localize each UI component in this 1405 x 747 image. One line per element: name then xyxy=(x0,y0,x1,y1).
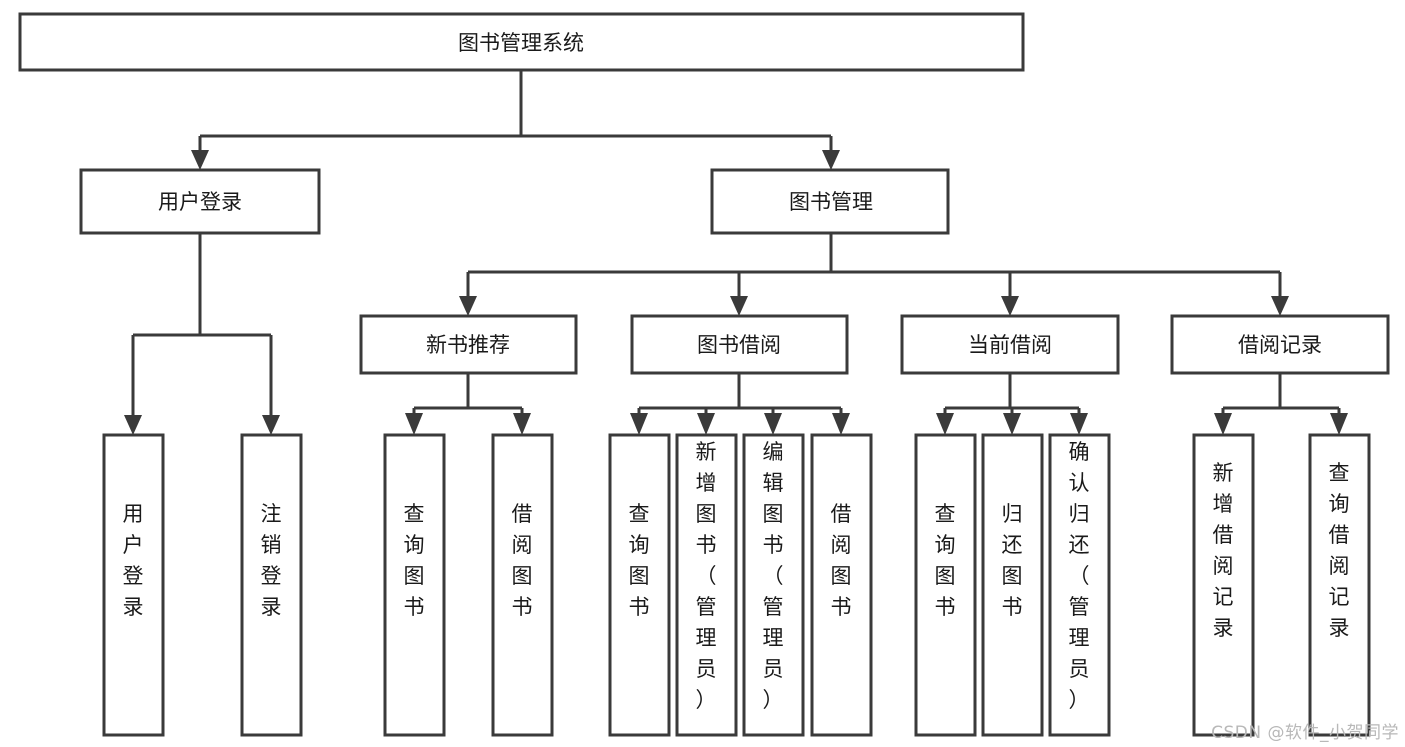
leaf-current-borrow-1[interactable]: 查询图书 xyxy=(914,433,977,737)
arrowhead-borrow-record xyxy=(1271,296,1289,316)
node-book-management-box[interactable] xyxy=(710,168,950,235)
leaf-book-borrow-4-label: 借阅图书 xyxy=(831,502,852,619)
node-book-borrow-box[interactable] xyxy=(630,314,849,375)
node-current-borrow-label: 当前借阅 xyxy=(968,333,1052,357)
leaf-book-borrow-4-box[interactable] xyxy=(810,433,873,737)
leaf-user-login-2-box[interactable] xyxy=(240,433,303,737)
leaf-current-borrow-1-label: 查询图书 xyxy=(935,502,956,619)
node-root-system-label: 图书管理系统 xyxy=(458,31,584,55)
leaf-current-borrow-2-box[interactable] xyxy=(981,433,1044,737)
node-user-login-label: 用户登录 xyxy=(158,190,242,214)
leaf-book-borrow-1-box[interactable] xyxy=(608,433,671,737)
node-root-system[interactable]: 图书管理系统 xyxy=(18,12,1025,72)
leaf-user-login-1[interactable]: 用户登录 xyxy=(102,433,165,737)
leaf-current-borrow-2-label: 归还图书 xyxy=(1002,502,1023,619)
leaf-current-borrow-3[interactable]: 确认归还（管理员） xyxy=(1048,433,1111,737)
leaf-borrow-record-1-box[interactable] xyxy=(1192,433,1255,737)
arrowhead-leaf-current-borrow-3 xyxy=(1070,413,1088,435)
leaf-new-book-2-box[interactable] xyxy=(491,433,554,737)
leaf-book-borrow-3-box[interactable] xyxy=(742,433,805,737)
arrowhead-leaf-book-borrow-1 xyxy=(630,413,648,435)
csdn-watermark: CSDN @软件_小贺同学 xyxy=(1211,723,1399,743)
arrowhead-leaf-book-borrow-4 xyxy=(832,413,850,435)
leaf-borrow-record-2[interactable]: 查询借阅记录 xyxy=(1308,433,1371,737)
leaf-current-borrow-1-box[interactable] xyxy=(914,433,977,737)
node-user-login-box[interactable] xyxy=(79,168,321,235)
leaf-new-book-1[interactable]: 查询图书 xyxy=(383,433,446,737)
leaf-current-borrow-2[interactable]: 归还图书 xyxy=(981,433,1044,737)
arrowhead-current-borrow xyxy=(1001,296,1019,316)
node-book-management[interactable]: 图书管理 xyxy=(710,168,950,235)
leaf-current-borrow-3-label: 确认归还（管理员） xyxy=(1069,440,1090,712)
node-user-login[interactable]: 用户登录 xyxy=(79,168,321,235)
node-new-book-recommend-box[interactable] xyxy=(359,314,578,375)
leaf-book-borrow-4[interactable]: 借阅图书 xyxy=(810,433,873,737)
arrowhead-leaf-borrow-record-2 xyxy=(1330,413,1348,435)
arrowhead-leaf-user-login-1 xyxy=(124,415,142,435)
arrowhead-new-book xyxy=(459,296,477,316)
arrowhead-leaf-new-book-2 xyxy=(513,413,531,435)
node-book-borrow-label: 图书借阅 xyxy=(697,333,781,357)
arrowhead-leaf-book-borrow-2 xyxy=(697,413,715,435)
arrowhead-book-manage xyxy=(822,150,840,170)
leaf-book-borrow-3-label: 编辑图书（管理员） xyxy=(763,440,784,712)
node-borrow-record-box[interactable] xyxy=(1170,314,1390,375)
leaf-book-borrow-1-label: 查询图书 xyxy=(629,502,650,619)
node-current-borrow-box[interactable] xyxy=(900,314,1120,375)
arrowhead-leaf-book-borrow-3 xyxy=(764,413,782,435)
leaf-user-login-1-label: 用户登录 xyxy=(123,502,144,619)
node-book-management-label: 图书管理 xyxy=(789,190,873,214)
leaf-current-borrow-3-box[interactable] xyxy=(1048,433,1111,737)
node-new-book-recommend[interactable]: 新书推荐 xyxy=(359,314,578,375)
leaf-borrow-record-1[interactable]: 新增借阅记录 xyxy=(1192,433,1255,737)
leaf-new-book-2-label: 借阅图书 xyxy=(512,502,533,619)
arrowhead-leaf-user-login-2 xyxy=(262,415,280,435)
leaf-book-borrow-3[interactable]: 编辑图书（管理员） xyxy=(742,433,805,737)
leaf-book-borrow-2-box[interactable] xyxy=(675,433,738,737)
arrowhead-leaf-current-borrow-2 xyxy=(1003,413,1021,435)
leaf-new-book-2[interactable]: 借阅图书 xyxy=(491,433,554,737)
node-borrow-record[interactable]: 借阅记录 xyxy=(1170,314,1390,375)
leaf-borrow-record-1-label: 新增借阅记录 xyxy=(1213,461,1234,640)
arrowhead-leaf-borrow-record-1 xyxy=(1214,413,1232,435)
node-root-system-box[interactable] xyxy=(18,12,1025,72)
leaf-user-login-2[interactable]: 注销登录 xyxy=(240,433,303,737)
arrowhead-user-login xyxy=(191,150,209,170)
leaf-borrow-record-2-label: 查询借阅记录 xyxy=(1329,461,1350,640)
node-current-borrow[interactable]: 当前借阅 xyxy=(900,314,1120,375)
leaf-borrow-record-2-box[interactable] xyxy=(1308,433,1371,737)
arrowhead-leaf-current-borrow-1 xyxy=(936,413,954,435)
node-borrow-record-label: 借阅记录 xyxy=(1238,333,1322,357)
arrowhead-book-borrow xyxy=(730,296,748,316)
connector-layer xyxy=(124,70,1348,435)
leaf-new-book-1-box[interactable] xyxy=(383,433,446,737)
leaf-new-book-1-label: 查询图书 xyxy=(404,502,425,619)
leaf-book-borrow-2[interactable]: 新增图书（管理员） xyxy=(675,433,738,737)
leaf-user-login-2-label: 注销登录 xyxy=(261,502,282,619)
leaf-user-login-1-box[interactable] xyxy=(102,433,165,737)
leaf-book-borrow-2-label: 新增图书（管理员） xyxy=(696,440,717,712)
leaf-book-borrow-1[interactable]: 查询图书 xyxy=(608,433,671,737)
arrowhead-leaf-new-book-1 xyxy=(405,413,423,435)
node-new-book-recommend-label: 新书推荐 xyxy=(426,333,510,357)
node-book-borrow[interactable]: 图书借阅 xyxy=(630,314,849,375)
